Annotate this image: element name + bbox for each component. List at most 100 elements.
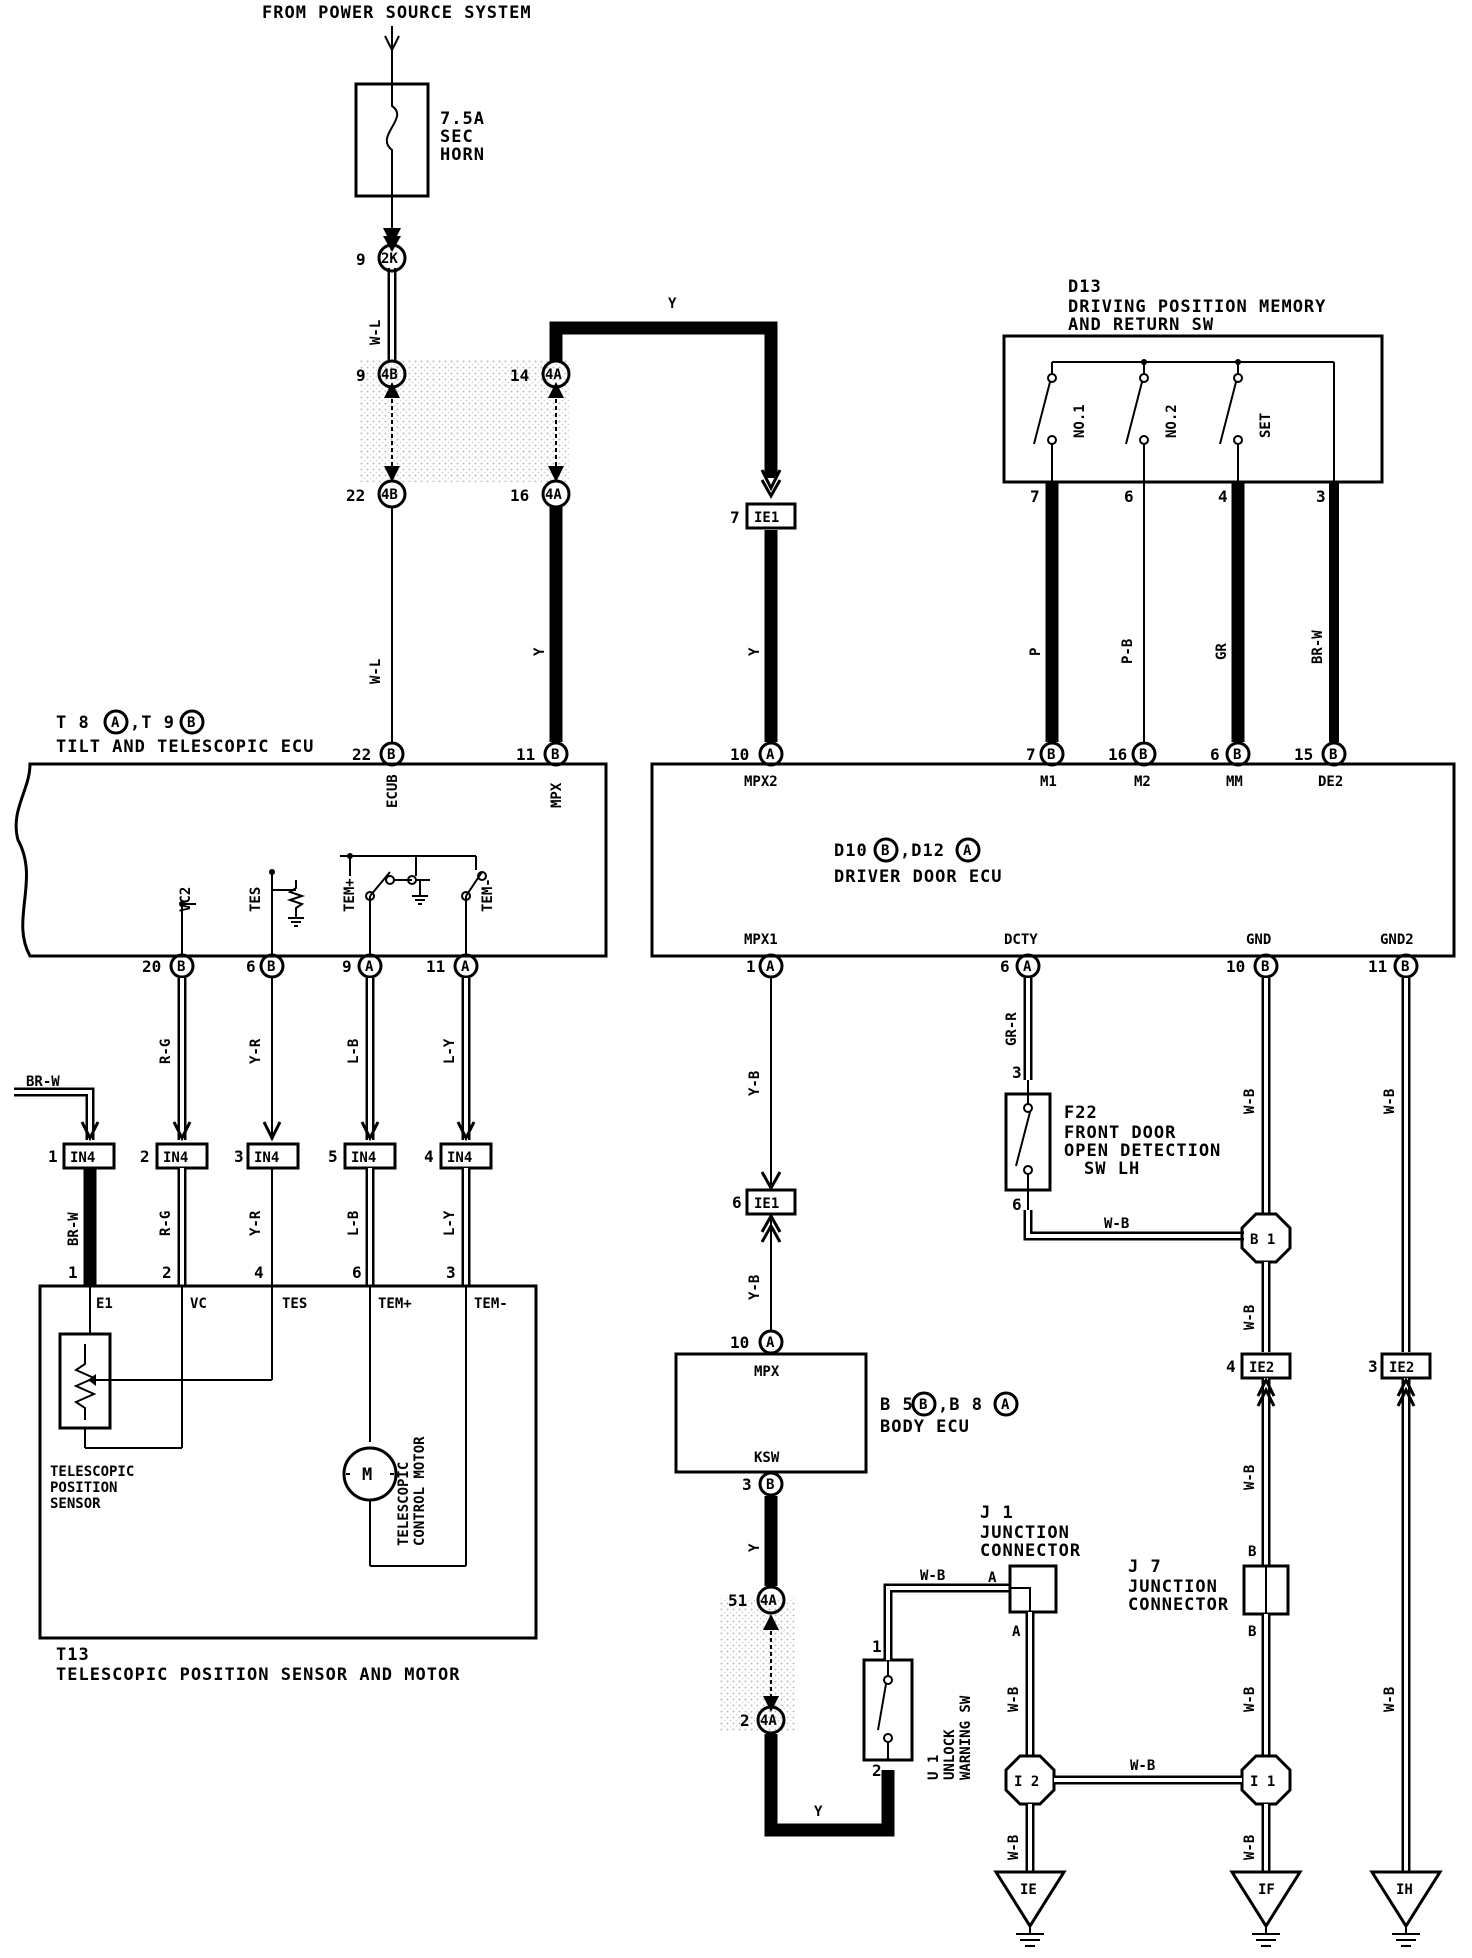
t13-term-tem-minus: TEM-: [474, 1296, 508, 1312]
link-4b-dashed: [384, 382, 400, 482]
wire-w-b-u1-j1: W-B A: [883, 1568, 1010, 1660]
ground-if: IF: [1229, 1870, 1303, 1947]
svg-text:J 1: J 1: [980, 1503, 1014, 1523]
svg-text:BR-W: BR-W: [26, 1074, 60, 1090]
splice-i2: I 2: [1004, 1754, 1056, 1806]
wire-p: P: [1028, 482, 1059, 742]
svg-text:B: B: [1248, 1544, 1256, 1560]
svg-text:IE2: IE2: [1389, 1360, 1414, 1376]
svg-text:20: 20: [142, 957, 161, 976]
svg-text:A: A: [766, 959, 775, 975]
svg-text:GR-R: GR-R: [1004, 1012, 1020, 1046]
svg-text:BR-W: BR-W: [1310, 630, 1326, 664]
body-term-mpx: MPX: [754, 1364, 780, 1380]
svg-text:,D12: ,D12: [900, 841, 945, 861]
svg-text:16: 16: [510, 486, 529, 505]
d13-box: [1002, 334, 1384, 484]
svg-text:7: 7: [1030, 487, 1040, 506]
svg-text:SENSOR: SENSOR: [50, 1496, 101, 1512]
svg-text:UNLOCK: UNLOCK: [942, 1729, 958, 1780]
svg-text:4B: 4B: [381, 367, 398, 383]
svg-text:I 2: I 2: [1014, 1774, 1039, 1790]
f22-switch: [1015, 1080, 1033, 1210]
svg-text:B: B: [267, 959, 275, 975]
svg-text:W-L: W-L: [368, 659, 384, 684]
svg-text:IE2: IE2: [1249, 1360, 1274, 1376]
wire-gr: GR: [1214, 482, 1245, 742]
tilt-ecu-internal-circuit: [179, 853, 487, 956]
svg-text:7.5A: 7.5A: [440, 109, 485, 129]
svg-text:B: B: [387, 747, 395, 763]
svg-text:9: 9: [342, 957, 352, 976]
wire-br-w-in: BR-W: [14, 1074, 100, 1142]
tilt-ecu-title: T 8 A ,T 9 B TILT AND TELESCOPIC ECU: [56, 709, 314, 757]
wire-w-b-ie2-ih: W-B: [1382, 1376, 1416, 1872]
svg-text:1: 1: [746, 957, 756, 976]
svg-text:3: 3: [446, 1263, 456, 1282]
in4-pin-4: 4 IN4: [424, 1142, 493, 1170]
svg-text:22: 22: [352, 745, 371, 764]
svg-text:A: A: [988, 1570, 997, 1586]
splice-b1: B 1: [1240, 1212, 1292, 1264]
svg-text:6: 6: [732, 1193, 742, 1212]
wire-p-b: P-B: [1120, 482, 1145, 742]
pin-2k: 9 2K: [356, 243, 407, 273]
wire-br-w-de2: BR-W: [1310, 482, 1339, 742]
term-mpx: MPX: [549, 782, 565, 808]
wire-w-b-ie2-j7: W-B B: [1242, 1376, 1276, 1566]
tilt-ecu-pin-20: 20 B: [142, 953, 195, 979]
svg-text:,B 8: ,B 8: [938, 1395, 983, 1415]
telescopic-position-sensor: TELESCOPIC POSITION SENSOR: [50, 1286, 273, 1512]
svg-text:16: 16: [1108, 745, 1127, 764]
t13-term-tem-plus: TEM+: [378, 1296, 412, 1312]
svg-text:A: A: [1023, 959, 1032, 975]
svg-text:T 8: T 8: [56, 713, 90, 733]
svg-text:9: 9: [356, 366, 366, 385]
svg-text:FRONT DOOR: FRONT DOOR: [1064, 1123, 1176, 1143]
wire-br-w-t13: BR-W: [66, 1168, 97, 1286]
door-ecu-title: D10 B ,D12 A DRIVER DOOR ECU: [834, 837, 1002, 887]
svg-text:B: B: [1401, 959, 1409, 975]
svg-text:4: 4: [254, 1263, 264, 1282]
svg-text:SEC: SEC: [440, 127, 474, 147]
j7-junction-connector: J 7 JUNCTION CONNECTOR B: [1128, 1557, 1290, 1640]
svg-text:1: 1: [48, 1147, 58, 1166]
svg-text:L-Y: L-Y: [442, 1038, 458, 1064]
power-source-label: FROM POWER SOURCE SYSTEM: [262, 3, 532, 23]
svg-text:2: 2: [872, 1761, 882, 1780]
term-tem-plus: TEM+: [342, 878, 358, 912]
wire-w-b-i2-i1: W-B: [1054, 1758, 1242, 1785]
pin-ie1-6: 6 IE1: [732, 1188, 797, 1216]
j1-junction-connector: J 1 JUNCTION CONNECTOR A: [980, 1503, 1080, 1640]
d13-switch-circuit: NO.1 NO.2 SET: [1033, 359, 1335, 482]
svg-text:W-B: W-B: [1242, 1089, 1258, 1114]
svg-text:IN4: IN4: [70, 1150, 95, 1166]
svg-text:WARNING SW: WARNING SW: [958, 1695, 974, 1780]
svg-text:6: 6: [246, 957, 256, 976]
door-term-mpx1: MPX1: [744, 932, 778, 948]
svg-text:B: B: [1261, 959, 1269, 975]
svg-text:A: A: [963, 843, 972, 859]
svg-text:Y-R: Y-R: [248, 1210, 264, 1236]
svg-text:NO.1: NO.1: [1072, 404, 1088, 438]
svg-text:HORN: HORN: [440, 145, 485, 165]
in4-pin-3: 3 IN4: [234, 1142, 300, 1170]
svg-text:11: 11: [1368, 957, 1387, 976]
d13-id: D13: [1068, 277, 1102, 297]
svg-text:Y-B: Y-B: [747, 1071, 763, 1096]
svg-text:5: 5: [328, 1147, 338, 1166]
svg-text:W-L: W-L: [368, 320, 384, 345]
wire-r-g-t13: R-G: [158, 1168, 187, 1286]
svg-text:B: B: [1047, 747, 1055, 763]
svg-text:10: 10: [730, 745, 749, 764]
svg-text:4A: 4A: [760, 1593, 777, 1609]
shading-4b-4a: [360, 360, 570, 482]
tilt-ecu-name: TILT AND TELESCOPIC ECU: [56, 737, 314, 757]
svg-text:,T 9: ,T 9: [130, 713, 175, 733]
svg-text:4A: 4A: [545, 367, 562, 383]
svg-text:7: 7: [730, 508, 740, 527]
svg-text:W-B: W-B: [1242, 1305, 1258, 1330]
svg-text:TELESCOPIC: TELESCOPIC: [50, 1464, 134, 1480]
svg-text:SET: SET: [1258, 413, 1274, 438]
